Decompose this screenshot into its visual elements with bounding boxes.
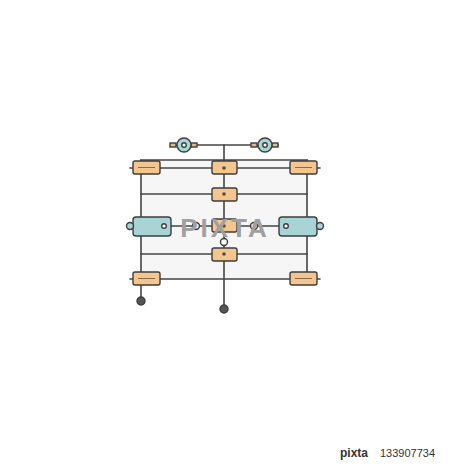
watermark-logo: pixta: [340, 446, 368, 460]
image-id: 133907734: [380, 447, 435, 459]
watermark: PIXTA: [180, 213, 270, 244]
